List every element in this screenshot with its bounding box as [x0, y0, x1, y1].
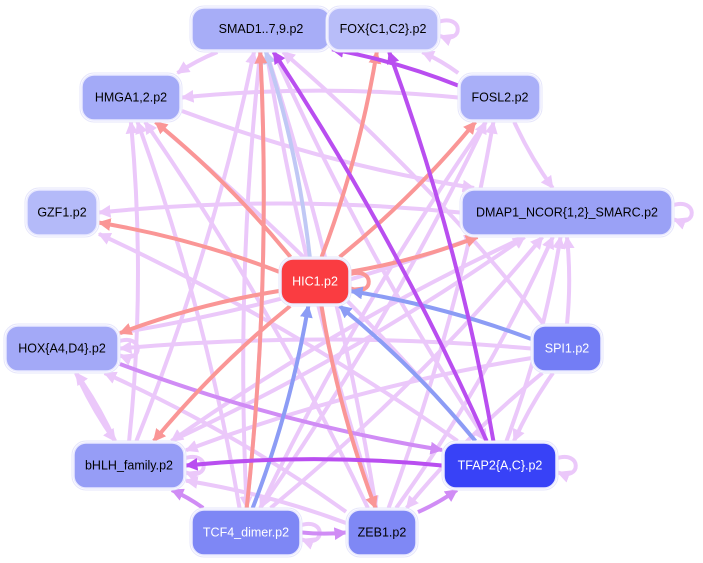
node-box [73, 442, 185, 489]
edge-tfap2-to-tfap2 [555, 454, 578, 483]
edge-fosl2-to-dmap1 [512, 121, 555, 190]
node-label: HIC1.p2 [292, 275, 338, 289]
edge-smad-to-hmga [176, 50, 219, 75]
node-zeb1[interactable]: ZEB1.p2 [345, 507, 419, 558]
edge-spi1-to-dmap1 [561, 235, 575, 325]
node-label: HOX{A4,D4}.p2 [18, 342, 106, 356]
edge-spi1-to-tfap2 [512, 371, 555, 443]
edge-dmap1-to-dmap1 [671, 201, 694, 230]
node-tfap2[interactable]: TFAP2{A,C}.p2 [441, 440, 559, 491]
node-box [347, 509, 417, 556]
edge-hic1-to-smad [263, 50, 312, 258]
edge-tcf4-to-hic1 [250, 304, 313, 509]
edge-hic1-to-zeb1 [319, 305, 378, 510]
node-label: DMAP1_NCOR{1,2}_SMARC.p2 [476, 206, 658, 220]
edge-bhlh-to-hox [74, 371, 117, 442]
edge-tfap2-to-hic1 [338, 304, 477, 443]
edge-tfap2-to-bhlh [184, 457, 443, 471]
node-foxc[interactable]: FOX{C1,C2}.p2 [325, 5, 441, 53]
node-label: SPI1.p2 [545, 342, 590, 356]
node-bhlh[interactable]: bHLH_family.p2 [71, 440, 187, 491]
node-gzf1[interactable]: GZF1.p2 [24, 187, 100, 238]
node-box [461, 189, 673, 236]
node-hmga[interactable]: HMGA1,2.p2 [79, 72, 183, 123]
edge-spi1-to-hic1 [349, 286, 532, 341]
node-label: FOX{C1,C2}.p2 [340, 22, 427, 36]
edge-bhlh-to-hmga [125, 120, 140, 442]
edge-tcf4-to-smad [244, 50, 268, 509]
edge-hic1-to-hmga [154, 120, 293, 259]
node-tcf4[interactable]: TCF4_dimer.p2 [189, 507, 303, 558]
edge-tcf4-to-hmga [135, 120, 242, 509]
node-box [280, 258, 350, 305]
node-box [327, 7, 439, 51]
edge-zeb1-to-hox [103, 371, 348, 514]
node-box [81, 74, 181, 121]
edge-fosl2-to-tcf4 [258, 120, 488, 510]
node-box [5, 325, 119, 372]
edge-hmga-to-dmap1 [181, 109, 476, 193]
edge-tcf4-to-zeb1 [301, 527, 348, 541]
edge-zeb1-to-hmga [143, 120, 370, 509]
edge-tfap2-to-gzf1 [97, 232, 459, 443]
node-label: FOSL2.p2 [472, 91, 529, 105]
node-smad[interactable]: SMAD1..7,9.p2 [189, 5, 333, 53]
node-box [459, 74, 541, 121]
edge-bhlh-to-dmap1 [170, 235, 526, 443]
node-label: bHLH_family.p2 [85, 459, 173, 473]
node-label: TFAP2{A,C}.p2 [458, 459, 543, 473]
node-label: ZEB1.p2 [358, 526, 407, 540]
edge-tcf4-to-bhlh [170, 488, 205, 510]
edge-zeb1-to-tfap2 [417, 488, 459, 514]
node-box [443, 442, 557, 489]
edge-bhlh-to-smad [134, 50, 258, 442]
edge-hic1-to-gzf1 [97, 218, 280, 274]
edge-hic1-to-dmap1 [350, 235, 479, 274]
edge-spi1-to-bhlh [184, 356, 532, 453]
edge-fosl2-to-hmga [180, 88, 459, 103]
node-box [532, 325, 602, 372]
node-label: SMAD1..7,9.p2 [219, 22, 304, 36]
edge-hox-to-tfap2 [119, 362, 444, 455]
node-label: TCF4_dimer.p2 [203, 526, 289, 540]
node-hic1[interactable]: HIC1.p2 [278, 256, 352, 307]
edge-hic1-to-fosl2 [338, 120, 477, 259]
edge-hic1-to-foxc [319, 50, 382, 258]
edge-tfap2-to-smad [271, 50, 489, 442]
node-box [26, 189, 98, 236]
node-hox[interactable]: HOX{A4,D4}.p2 [3, 323, 121, 374]
node-box [191, 509, 301, 556]
edge-smad-to-tcf4 [239, 51, 263, 510]
edge-zeb1-to-fosl2 [386, 120, 498, 509]
edge-tfap2-to-foxc [387, 50, 496, 442]
edge-foxc-to-foxc [437, 18, 460, 47]
edge-fosl2-to-foxc [421, 50, 460, 75]
node-spi1[interactable]: SPI1.p2 [530, 323, 604, 374]
node-dmap1[interactable]: DMAP1_NCOR{1,2}_SMARC.p2 [459, 187, 675, 238]
edge-smad-to-tfap2 [271, 51, 489, 443]
edge-hic1-to-bhlh [152, 304, 292, 443]
node-label: HMGA1,2.p2 [95, 91, 167, 105]
node-fosl2[interactable]: FOSL2.p2 [457, 72, 543, 123]
node-label: GZF1.p2 [37, 206, 86, 220]
edge-dmap1-to-gzf1 [97, 201, 461, 218]
edge-tcf4-to-dmap1 [269, 235, 544, 510]
edge-dmap1-to-bhlh [170, 235, 526, 443]
